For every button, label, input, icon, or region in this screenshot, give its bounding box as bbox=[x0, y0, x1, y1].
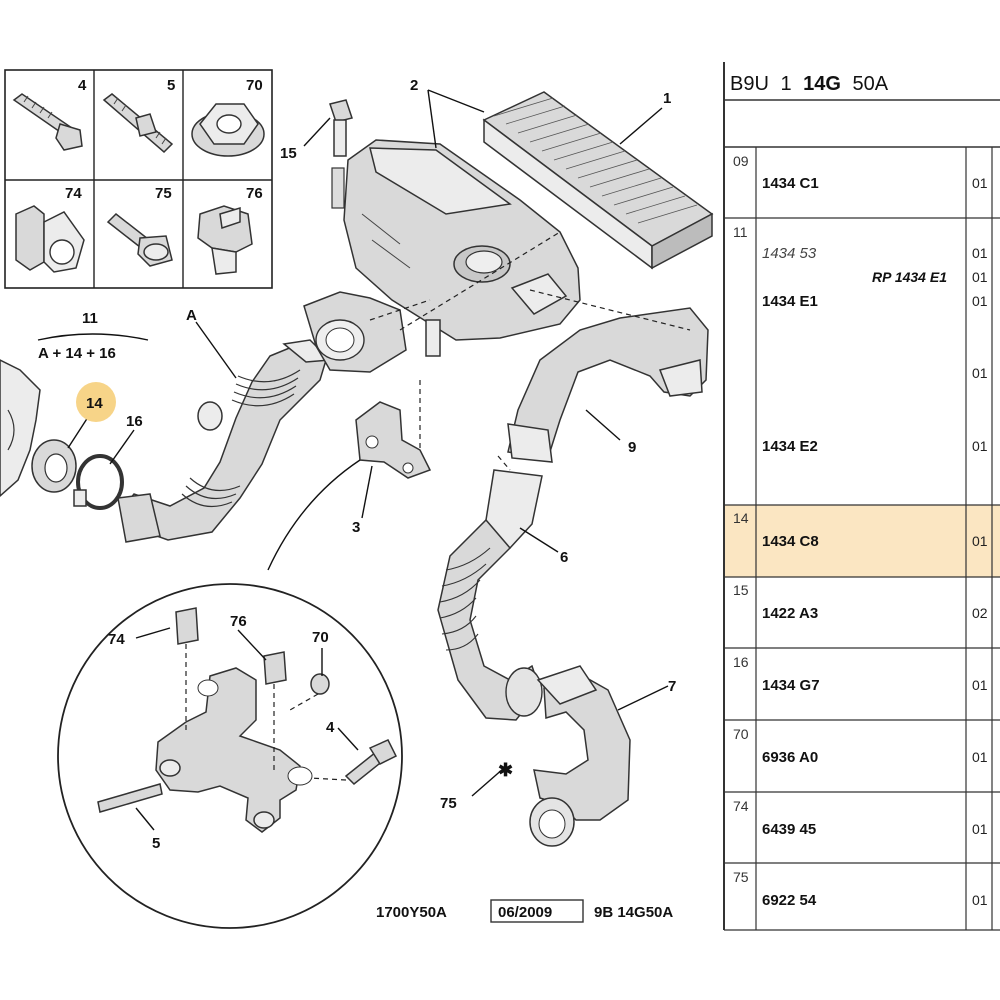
svg-text:1434 53: 1434 53 bbox=[762, 245, 817, 262]
svg-text:01: 01 bbox=[972, 892, 988, 908]
engine-inlet bbox=[0, 359, 41, 498]
svg-text:4: 4 bbox=[78, 77, 87, 94]
air-flow-adaptor bbox=[303, 291, 441, 373]
svg-text:1434 C8: 1434 C8 bbox=[762, 533, 819, 550]
svg-text:14: 14 bbox=[733, 510, 749, 526]
svg-text:1434 G7: 1434 G7 bbox=[762, 677, 820, 694]
svg-text:06/2009: 06/2009 bbox=[498, 904, 552, 921]
seal-ring-14 bbox=[31, 439, 77, 493]
svg-text:01: 01 bbox=[972, 677, 988, 693]
svg-text:6936 A0: 6936 A0 bbox=[762, 749, 818, 766]
intake-hose-a bbox=[117, 339, 332, 543]
svg-text:4: 4 bbox=[326, 719, 335, 736]
parts-table: B9U 1 14G 50A 09 1434 C1 01 bbox=[723, 62, 1000, 931]
hose-clamp-16 bbox=[73, 454, 124, 510]
svg-text:76: 76 bbox=[246, 185, 263, 202]
row-highlight bbox=[756, 505, 1000, 577]
svg-text:01: 01 bbox=[972, 438, 988, 454]
intake-duct-9 bbox=[507, 307, 709, 463]
table-row: 75 6922 54 01 bbox=[733, 869, 988, 909]
housing-screw-15 bbox=[329, 99, 353, 157]
svg-text:01: 01 bbox=[972, 245, 988, 261]
stud-icon bbox=[102, 93, 174, 154]
svg-text:75: 75 bbox=[440, 795, 457, 812]
svg-text:01: 01 bbox=[972, 175, 988, 191]
svg-text:74: 74 bbox=[108, 631, 125, 648]
svg-text:74: 74 bbox=[65, 185, 82, 202]
svg-text:01: 01 bbox=[972, 365, 988, 381]
svg-text:6439 45: 6439 45 bbox=[762, 821, 816, 838]
svg-text:01: 01 bbox=[972, 749, 988, 765]
svg-text:1: 1 bbox=[663, 90, 671, 107]
table-row: 11 1434 53 01 RP 1434 E1 01 1434 E1 01 0… bbox=[733, 224, 988, 455]
svg-text:75: 75 bbox=[733, 869, 749, 885]
svg-text:3: 3 bbox=[352, 519, 360, 536]
svg-text:7: 7 bbox=[668, 678, 676, 695]
diagram-footer: 1700Y50A 06/2009 9B 14G50A bbox=[376, 899, 673, 923]
svg-text:6922 54: 6922 54 bbox=[762, 892, 817, 909]
svg-text:70: 70 bbox=[246, 77, 263, 94]
svg-text:A: A bbox=[186, 307, 197, 324]
svg-text:A + 14 + 16: A + 14 + 16 bbox=[38, 345, 116, 362]
svg-text:76: 76 bbox=[230, 613, 247, 630]
table-row-highlighted: 14 1434 C8 01 bbox=[733, 510, 988, 550]
table-row: 16 1434 G7 01 bbox=[733, 654, 988, 694]
svg-text:14: 14 bbox=[86, 395, 103, 412]
svg-text:1700Y50A: 1700Y50A bbox=[376, 904, 447, 921]
detail-zoom-circle bbox=[57, 459, 403, 929]
screw-icon bbox=[106, 213, 173, 267]
svg-text:1422 A3: 1422 A3 bbox=[762, 605, 818, 622]
bolt-icon bbox=[12, 93, 83, 151]
table-row: 09 1434 C1 01 bbox=[733, 153, 988, 192]
svg-text:01: 01 bbox=[972, 821, 988, 837]
flange-nut-icon bbox=[191, 103, 265, 157]
svg-text:70: 70 bbox=[312, 629, 329, 646]
svg-text:5: 5 bbox=[167, 77, 175, 94]
svg-text:01: 01 bbox=[972, 269, 988, 285]
svg-text:70: 70 bbox=[733, 726, 749, 742]
svg-text:5: 5 bbox=[152, 835, 160, 852]
svg-text:02: 02 bbox=[972, 605, 988, 621]
clip-icon bbox=[15, 205, 85, 273]
bracket-3 bbox=[355, 401, 432, 479]
svg-text:16: 16 bbox=[733, 654, 749, 670]
table-header: B9U 1 14G 50A bbox=[730, 73, 889, 95]
elbow-duct-7 bbox=[529, 665, 631, 847]
svg-text:75: 75 bbox=[155, 185, 172, 202]
retainer-icon bbox=[197, 205, 253, 275]
svg-text:11: 11 bbox=[82, 310, 98, 327]
svg-text:9: 9 bbox=[628, 439, 636, 456]
fastener-legend: 4 5 70 74 75 76 bbox=[4, 69, 273, 289]
svg-text:9B 14G50A: 9B 14G50A bbox=[594, 904, 673, 921]
svg-text:2: 2 bbox=[410, 77, 418, 94]
svg-text:74: 74 bbox=[733, 798, 749, 814]
svg-text:16: 16 bbox=[126, 413, 143, 430]
svg-text:1434 E2: 1434 E2 bbox=[762, 438, 818, 455]
star-marker: ✱ bbox=[498, 760, 513, 780]
svg-text:15: 15 bbox=[280, 145, 297, 162]
svg-text:09: 09 bbox=[733, 153, 749, 169]
svg-text:RP 1434 E1: RP 1434 E1 bbox=[872, 269, 947, 285]
air-filter-element bbox=[482, 91, 714, 270]
svg-text:11: 11 bbox=[733, 224, 748, 240]
highlight-circle-14 bbox=[76, 382, 116, 422]
corrugated-hose-6 bbox=[437, 469, 543, 721]
svg-text:1434 E1: 1434 E1 bbox=[762, 293, 818, 310]
callout-labels: 1 2 15 A 11 A + 14 + 16 14 16 3 9 6 7 75… bbox=[37, 77, 676, 852]
table-row: 15 1422 A3 02 bbox=[733, 582, 988, 622]
leader-lines: ✱ bbox=[67, 89, 691, 831]
air-filter-housing bbox=[331, 139, 581, 341]
table-row: 70 6936 A0 01 bbox=[733, 726, 988, 766]
svg-text:01: 01 bbox=[972, 293, 988, 309]
svg-text:15: 15 bbox=[733, 582, 749, 598]
svg-text:01: 01 bbox=[972, 533, 988, 549]
svg-text:6: 6 bbox=[560, 549, 568, 566]
svg-text:1434 C1: 1434 C1 bbox=[762, 175, 819, 192]
table-row: 74 6439 45 01 bbox=[733, 798, 988, 838]
